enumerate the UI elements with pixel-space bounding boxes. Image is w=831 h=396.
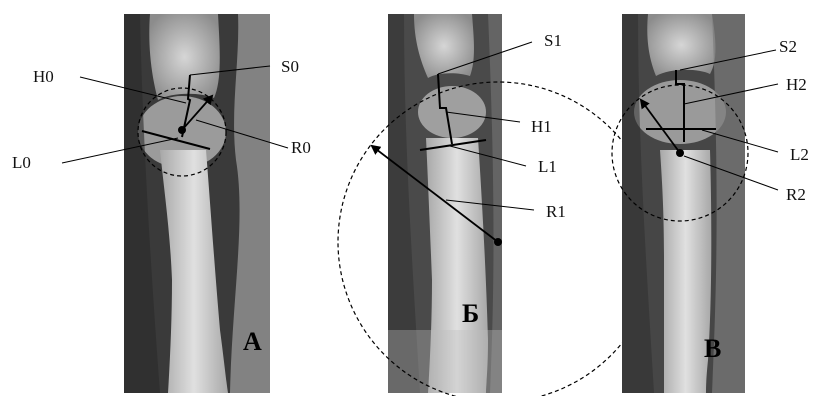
xray-c-upper-bone xyxy=(647,14,715,76)
panel-letter-b: Б xyxy=(462,299,479,328)
label-r2: R2 xyxy=(786,185,806,204)
label-l0: L0 xyxy=(12,153,31,172)
xray-a-upper-bone xyxy=(149,14,220,100)
xray-c-epiphysis xyxy=(634,80,726,144)
label-s0: S0 xyxy=(281,57,299,76)
label-s1: S1 xyxy=(544,31,562,50)
label-r0: R0 xyxy=(291,138,311,157)
label-s2: S2 xyxy=(779,37,797,56)
panel-c: S2 H2 L2 R2 В xyxy=(612,14,809,393)
label-l1: L1 xyxy=(538,157,557,176)
panel-letter-c: В xyxy=(704,334,721,363)
xray-b-epiphysis xyxy=(418,86,486,138)
panel-a: S0 H0 L0 R0 А xyxy=(12,14,311,393)
label-h1: H1 xyxy=(531,117,552,136)
label-h0: H0 xyxy=(33,67,54,86)
center-dot-c xyxy=(676,149,684,157)
center-dot-a xyxy=(178,126,186,134)
label-h2: H2 xyxy=(786,75,807,94)
xray-b-lower xyxy=(388,330,502,393)
label-l2: L2 xyxy=(790,145,809,164)
label-r1: R1 xyxy=(546,202,566,221)
center-dot-b xyxy=(494,238,502,246)
panel-letter-a: А xyxy=(243,327,262,356)
panel-b: S1 H1 L1 R1 Б xyxy=(338,14,658,396)
